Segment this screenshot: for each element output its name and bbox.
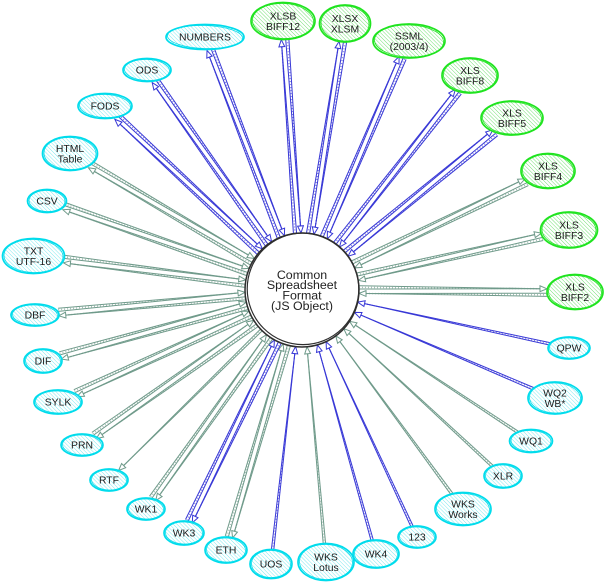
svg-text:XLSB: XLSB — [270, 11, 297, 22]
svg-text:(2003/4): (2003/4) — [390, 42, 429, 53]
svg-text:CSV: CSV — [36, 197, 57, 208]
svg-text:HTML: HTML — [56, 144, 85, 155]
svg-text:WQ1: WQ1 — [519, 437, 543, 448]
svg-text:BIFF3: BIFF3 — [555, 231, 584, 242]
svg-text:Table: Table — [58, 154, 83, 165]
svg-text:BIFF8: BIFF8 — [456, 76, 485, 87]
svg-text:XLS: XLS — [565, 282, 585, 293]
svg-text:WB*: WB* — [545, 399, 566, 410]
svg-text:BIFF2: BIFF2 — [561, 293, 590, 304]
svg-text:WKS: WKS — [451, 499, 475, 510]
svg-text:XLR: XLR — [493, 472, 514, 483]
svg-text:Works: Works — [448, 510, 477, 521]
svg-text:BIFF5: BIFF5 — [498, 119, 527, 130]
svg-text:BIFF12: BIFF12 — [266, 22, 300, 33]
svg-text:NUMBERS: NUMBERS — [179, 33, 231, 44]
svg-text:DIF: DIF — [35, 357, 52, 368]
svg-text:123: 123 — [408, 533, 426, 544]
svg-text:WK1: WK1 — [135, 505, 158, 516]
svg-text:WQ2: WQ2 — [543, 388, 567, 399]
svg-text:Lotus: Lotus — [313, 563, 338, 574]
svg-text:XLS: XLS — [559, 220, 579, 231]
svg-text:RTF: RTF — [99, 476, 119, 487]
svg-text:UTF-16: UTF-16 — [16, 257, 51, 268]
svg-text:WKS: WKS — [314, 552, 338, 563]
svg-text:SSML: SSML — [395, 31, 424, 42]
svg-text:DBF: DBF — [25, 311, 46, 322]
svg-text:SYLK: SYLK — [45, 398, 72, 409]
svg-text:WK3: WK3 — [173, 529, 196, 540]
svg-text:TXT: TXT — [24, 246, 44, 257]
svg-text:PRN: PRN — [71, 441, 93, 452]
svg-text:XLSX: XLSX — [332, 14, 359, 25]
svg-text:UOS: UOS — [260, 560, 283, 571]
svg-text:XLSM: XLSM — [331, 24, 359, 35]
svg-text:(JS Object): (JS Object) — [271, 299, 333, 313]
svg-text:WK4: WK4 — [365, 550, 388, 561]
svg-text:ETH: ETH — [216, 546, 237, 557]
svg-text:XLS: XLS — [502, 108, 522, 119]
svg-text:QPW: QPW — [557, 344, 582, 355]
svg-text:BIFF4: BIFF4 — [534, 172, 563, 183]
svg-text:XLS: XLS — [538, 161, 558, 172]
svg-text:FODS: FODS — [91, 102, 120, 113]
svg-text:ODS: ODS — [136, 66, 159, 77]
svg-text:XLS: XLS — [460, 66, 480, 77]
